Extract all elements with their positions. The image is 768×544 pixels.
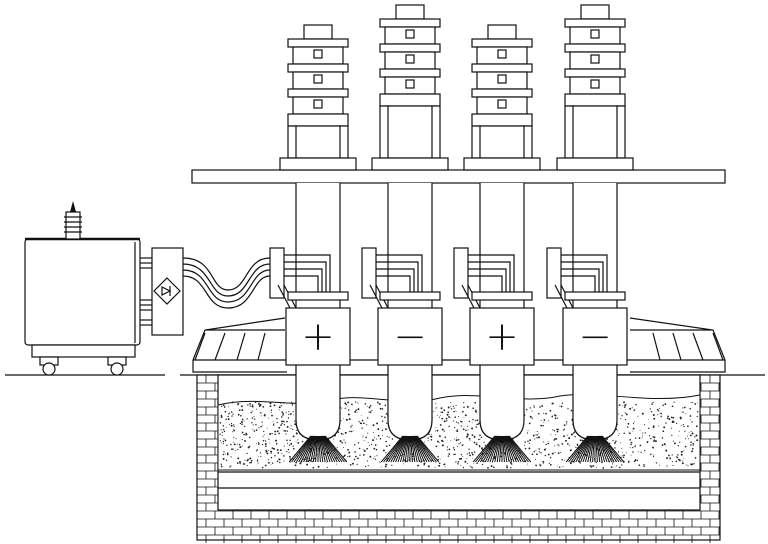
polarity-label: + [301, 314, 335, 360]
polarity-box: + [285, 307, 351, 366]
support-platform [191, 169, 726, 184]
transformer-wheel [39, 356, 59, 376]
furnace-roof [192, 317, 726, 373]
electrode-column [279, 24, 357, 171]
polarity-label: + [485, 314, 519, 360]
power-cables [182, 257, 271, 309]
diode-bridge-icon [161, 286, 172, 296]
arc-discharge [472, 435, 532, 463]
transformer-wheel [107, 356, 127, 376]
electrode-assembly: − [546, 4, 634, 463]
electrode-assembly: + [269, 24, 357, 463]
electrode-assembly: + [453, 24, 541, 463]
polarity-label: − [393, 314, 427, 360]
bushing-insulator [64, 201, 82, 240]
busbar-connector [453, 247, 533, 309]
charge-material [217, 394, 701, 471]
busbar-connector [269, 247, 349, 309]
busbar-connector [361, 247, 441, 309]
polarity-box: + [469, 307, 535, 366]
electrode-column [556, 4, 634, 171]
electrode-column [371, 4, 449, 171]
electrode-column [463, 24, 541, 171]
polarity-box: − [562, 307, 628, 366]
transformer [24, 201, 152, 376]
polarity-box: − [377, 307, 443, 366]
furnace-vessel [196, 374, 721, 543]
arc-discharge [565, 435, 625, 463]
busbar-connector [546, 247, 626, 309]
arc-discharge [288, 435, 348, 463]
electrode-assembly: − [361, 4, 449, 463]
polarity-label: − [578, 314, 612, 360]
arc-discharge [380, 435, 440, 463]
rectifier [151, 247, 184, 336]
